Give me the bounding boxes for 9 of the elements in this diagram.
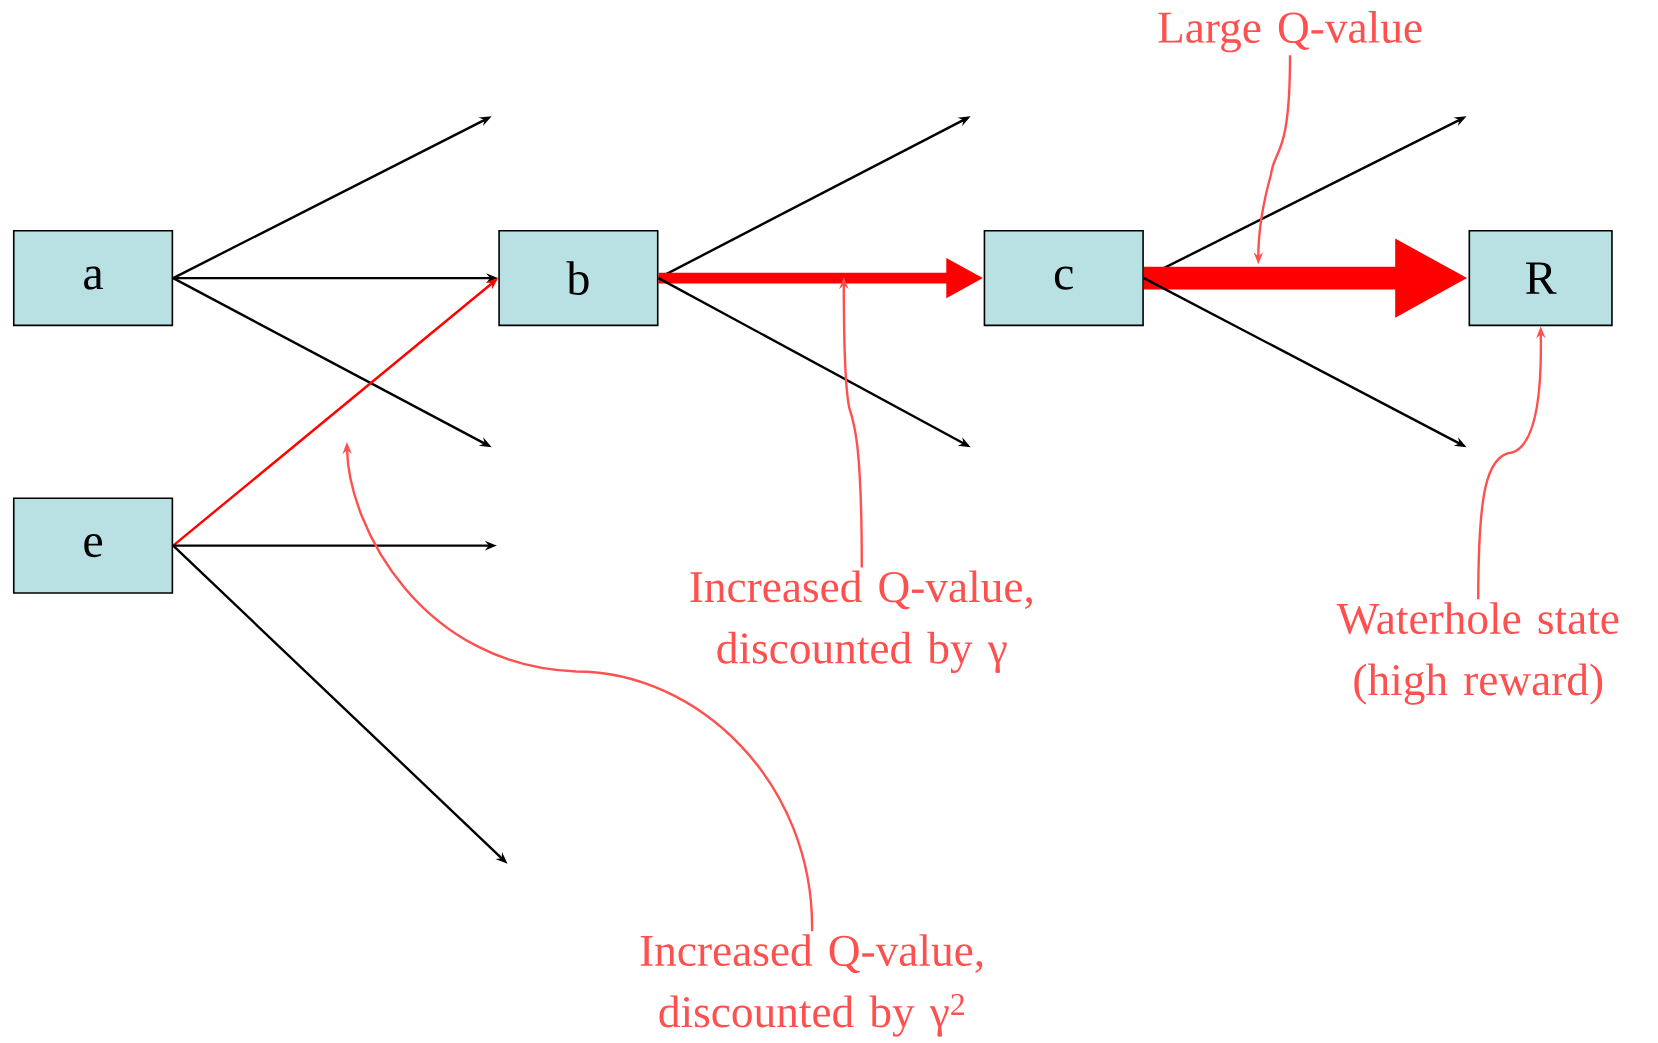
state-box: b <box>498 230 659 327</box>
state-box: c <box>983 230 1144 327</box>
annotation-text: Waterhole state (high reward) <box>1336 602 1619 705</box>
annotation-text: Large Q-value <box>1158 11 1422 53</box>
annotation-text: Increased Q-value, discounted by γ <box>690 570 1032 674</box>
state-box: e <box>12 497 174 594</box>
state-box: a <box>12 230 174 327</box>
annotation-text: Increased Q-value, discounted by γ$^{2}$ <box>640 934 983 1037</box>
state-box: R <box>1468 230 1613 327</box>
